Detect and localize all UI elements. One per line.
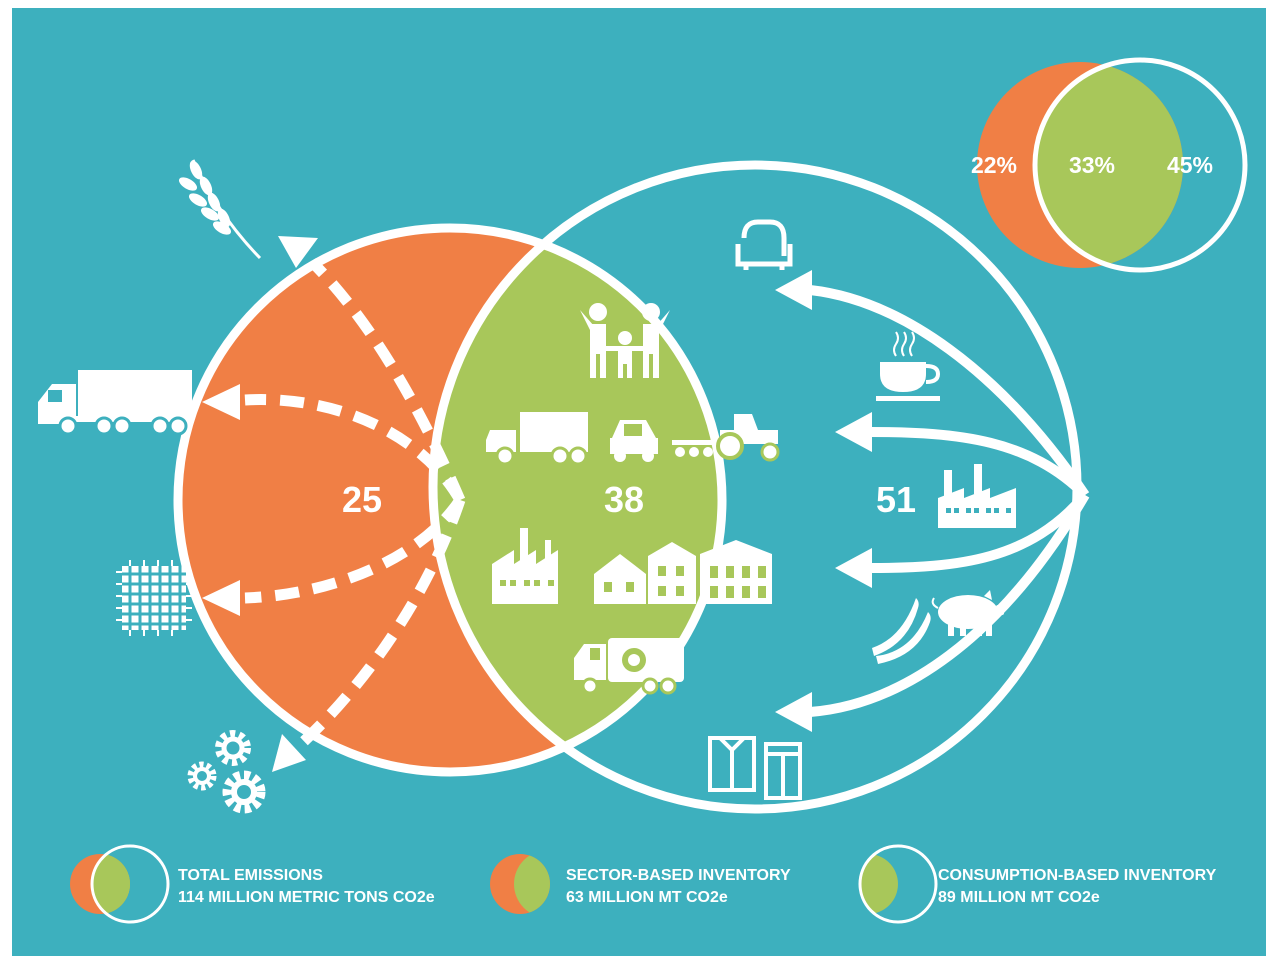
legend-sector-value: 63 MILLION MT CO2e bbox=[566, 889, 728, 906]
pct-consumption-only: 45% bbox=[1167, 152, 1213, 178]
import-factory-icon bbox=[938, 464, 1016, 528]
import-arrow-coffee bbox=[869, 427, 1089, 499]
family-icon bbox=[580, 303, 670, 378]
arrowhead-armchair bbox=[775, 270, 812, 310]
armchair-icon bbox=[735, 219, 793, 270]
export-arrow-truck bbox=[244, 394, 465, 503]
semi-truck-icon bbox=[38, 370, 192, 436]
export-arrow-microchip bbox=[244, 496, 465, 604]
export-arrow-wheat bbox=[308, 258, 466, 503]
pct-sector-only: 22% bbox=[971, 152, 1017, 178]
legend-consumption-icon bbox=[858, 844, 938, 924]
legend-total-title: TOTAL EMISSIONS bbox=[178, 867, 323, 884]
tractor-icon bbox=[672, 414, 780, 462]
arrowhead-microchip bbox=[202, 580, 240, 616]
pants-icon bbox=[764, 742, 802, 800]
coffee-cup-icon bbox=[876, 331, 941, 401]
arrowhead-coffee bbox=[835, 412, 872, 452]
export-arrows bbox=[244, 258, 466, 750]
import-arrow-clothes bbox=[809, 492, 1090, 717]
legend: TOTAL EMISSIONS 114 MILLION METRIC TONS … bbox=[70, 844, 1217, 924]
car-icon bbox=[610, 420, 658, 462]
export-arrowheads bbox=[202, 236, 318, 772]
garbage-truck-icon bbox=[574, 638, 684, 695]
legend-consumption-value: 89 MILLION MT CO2e bbox=[938, 889, 1100, 906]
pct-overlap: 33% bbox=[1069, 152, 1115, 178]
arrowhead-wheat bbox=[278, 236, 318, 268]
legend-sector-title: SECTOR-BASED INVENTORY bbox=[566, 867, 791, 884]
import-arrows bbox=[809, 285, 1090, 717]
consumption-only-value: 51 bbox=[876, 479, 916, 520]
arrowhead-pig bbox=[835, 548, 872, 588]
import-arrowheads bbox=[775, 270, 872, 732]
microchip-icon bbox=[116, 560, 192, 636]
legend-total-value: 114 MILLION METRIC TONS CO2e bbox=[178, 889, 435, 906]
legend-sector-icon bbox=[490, 854, 550, 914]
legend-consumption-title: CONSUMPTION-BASED INVENTORY bbox=[938, 867, 1217, 884]
arrowhead-gears bbox=[272, 734, 306, 772]
truck-icon bbox=[486, 412, 588, 466]
overlap-value: 38 bbox=[604, 479, 644, 520]
gears-icon bbox=[187, 730, 266, 814]
import-arrow-pig bbox=[869, 491, 1089, 573]
sector-only-value: 25 bbox=[342, 479, 382, 520]
sector-based-circle-outline bbox=[173, 223, 727, 777]
legend-total-venn bbox=[90, 844, 170, 924]
wheat-icon bbox=[178, 159, 262, 260]
small-venn bbox=[977, 57, 1248, 273]
houses-icon bbox=[594, 540, 772, 604]
arrowhead-clothes bbox=[775, 692, 812, 732]
import-arrow-armchair bbox=[809, 285, 1090, 498]
shirt-icon bbox=[708, 736, 756, 792]
pig-icon bbox=[931, 590, 1004, 636]
banana-icon bbox=[872, 598, 931, 664]
factory-icon bbox=[492, 528, 558, 604]
arrowhead-truck bbox=[202, 384, 240, 420]
